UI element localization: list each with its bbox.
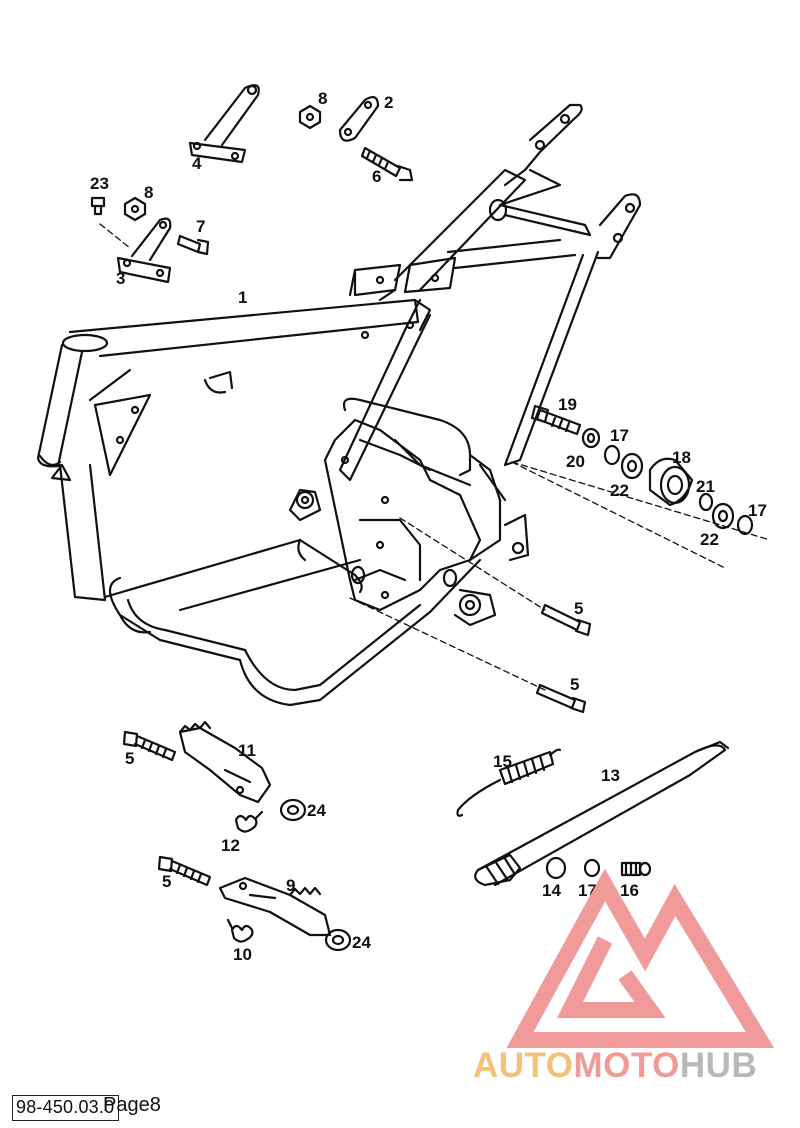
- footrest-9: [218, 876, 332, 937]
- part-label-7: 7: [196, 217, 206, 236]
- part-label-18: 18: [672, 448, 691, 467]
- part-label-11: 11: [238, 741, 256, 760]
- bracket-3: [116, 217, 172, 284]
- plate-2: [338, 96, 380, 142]
- part-label-24-lower: 24: [352, 933, 371, 952]
- part-label-2: 2: [384, 93, 394, 112]
- part-label-5-footrest-upper: 5: [125, 749, 135, 768]
- nut-24-lower: [324, 928, 352, 952]
- document-code: 98-450.03.0: [12, 1095, 120, 1121]
- part-label-21: 21: [696, 477, 715, 496]
- part-label-1: 1: [238, 288, 248, 307]
- bushing-22-right: [711, 502, 735, 530]
- part-label-9: 9: [286, 876, 296, 895]
- page-number: Page8: [103, 1094, 161, 1116]
- bolt-5-footrest-upper: [122, 730, 177, 762]
- footrest-11: [178, 720, 272, 804]
- part-label-17-right: 17: [748, 501, 767, 520]
- part-label-14: 14: [542, 881, 561, 900]
- part-label-10: 10: [233, 945, 252, 964]
- part-label-13: 13: [601, 766, 620, 785]
- screw-16: [620, 861, 652, 877]
- spring-10: [226, 918, 254, 943]
- part-label-20: 20: [566, 452, 585, 471]
- part-label-8-top: 8: [318, 89, 328, 108]
- watermark-auto: AUTO: [473, 1046, 574, 1085]
- part-label-16: 16: [620, 881, 639, 900]
- sleeve-18: [648, 457, 694, 507]
- bolt-19: [530, 404, 582, 436]
- spring-15: [456, 748, 562, 817]
- side-stand-13: [474, 740, 730, 887]
- part-label-5-lower-right: 5: [570, 675, 580, 694]
- watermark-hub: HUB: [679, 1046, 758, 1085]
- main-frame: [36, 103, 642, 707]
- bolt-5-footrest-lower: [157, 855, 212, 887]
- bolt-7: [176, 234, 210, 256]
- nut-8-left: [123, 196, 147, 222]
- bushing-22-left: [620, 452, 644, 480]
- spacer-21: [698, 492, 714, 512]
- part-label-17-top: 17: [610, 426, 629, 445]
- part-label-5-footrest-lower: 5: [162, 872, 172, 891]
- part-label-24-upper: 24: [307, 801, 326, 820]
- screw-23: [90, 196, 106, 216]
- part-label-12: 12: [221, 836, 240, 855]
- alignment-lines: [99, 223, 771, 691]
- part-label-19: 19: [558, 395, 577, 414]
- watermark-text: AUTOMOTOHUB: [473, 1046, 757, 1086]
- bushing-14: [545, 856, 567, 880]
- bolt-5-lower-right: [535, 683, 587, 714]
- nut-8-top: [298, 104, 322, 130]
- part-label-3: 3: [116, 269, 126, 288]
- ring-17-top: [603, 444, 621, 466]
- part-label-22-left: 22: [610, 481, 629, 500]
- ring-17-bottom: [583, 858, 601, 878]
- part-label-6: 6: [372, 167, 382, 186]
- part-label-15: 15: [493, 752, 512, 771]
- nut-24-upper: [279, 798, 307, 822]
- watermark-logo: [506, 868, 775, 1048]
- bolt-5-upper-right: [540, 603, 592, 637]
- part-label-23: 23: [90, 174, 109, 193]
- bolt-6: [360, 146, 414, 182]
- watermark-moto: MOTO: [573, 1046, 680, 1085]
- spring-12: [234, 810, 264, 833]
- ring-17-right: [736, 514, 754, 536]
- part-label-5-upper-right: 5: [574, 599, 584, 618]
- washer-20: [581, 427, 601, 449]
- part-label-4: 4: [192, 154, 202, 173]
- bracket-4: [188, 84, 260, 164]
- part-label-22-right: 22: [700, 530, 719, 549]
- watermark-triangle-icon: [506, 868, 775, 1048]
- part-label-8-left: 8: [144, 183, 154, 202]
